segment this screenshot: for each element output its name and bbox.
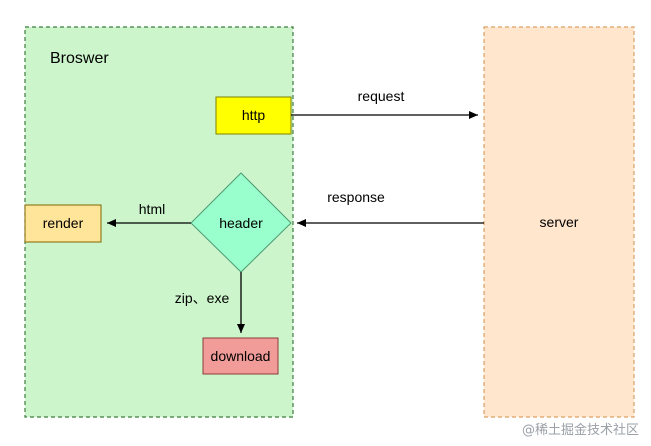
response-label: response (327, 189, 385, 205)
zip-exe-label: zip、exe (175, 290, 230, 306)
html-label: html (139, 201, 165, 217)
download-node-label: download (211, 348, 271, 364)
server-container (483, 26, 635, 418)
http-node (215, 96, 292, 135)
browser-title: Broswer (50, 50, 109, 67)
download-node (202, 337, 279, 375)
render-node (24, 204, 102, 243)
render-node-label: render (43, 215, 84, 231)
header-node-label: header (219, 215, 263, 231)
http-node-label: http (242, 107, 266, 123)
watermark-text: @稀土掘金技术社区 (521, 423, 639, 438)
request-label: request (358, 88, 405, 104)
server-label: server (540, 214, 579, 230)
